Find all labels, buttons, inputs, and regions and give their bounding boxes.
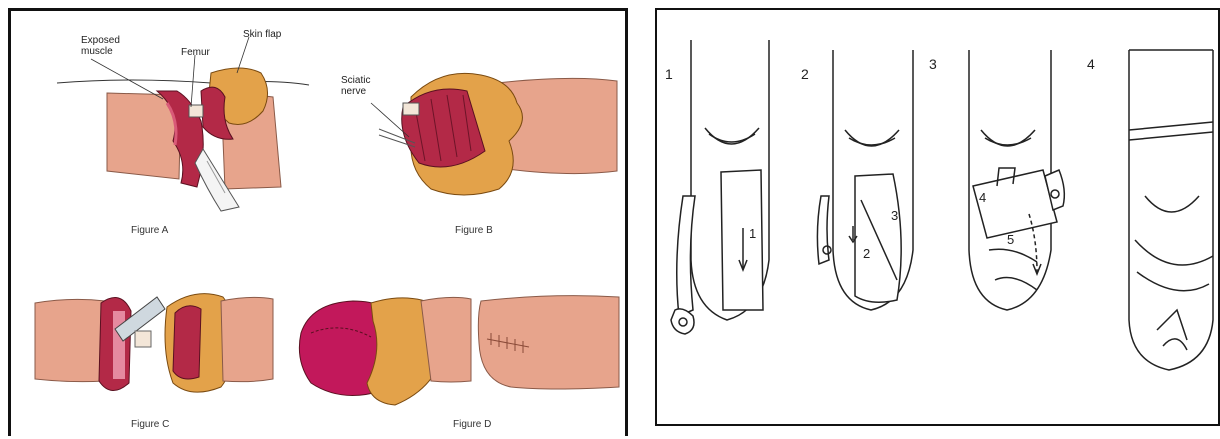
step-number-1: 1 [665,66,673,82]
arrow-number-2: 2 [863,246,870,261]
figure-a-drawing [57,37,309,211]
bandaging-illustration [657,10,1220,428]
figure-c-drawing [35,294,273,392]
arrow-number-3: 3 [891,208,898,223]
figure-d-drawing [299,296,619,405]
step-2-drawing [817,50,913,310]
amputation-figure-panel: Exposed muscle Femur Skin flap Sciatic n… [8,8,628,436]
label-femur: Femur [181,47,210,58]
arrow-number-1: 1 [749,226,756,241]
caption-figure-b: Figure B [455,225,493,236]
label-sciatic-nerve: Sciatic nerve [341,75,370,97]
step-4-drawing [1129,50,1213,370]
bandaging-steps-panel: 1 2 3 4 1 2 3 4 5 [655,8,1220,426]
step-1-drawing [671,40,769,334]
amputation-illustration [11,11,631,439]
label-skin-flap: Skin flap [243,29,281,40]
arrow-number-4: 4 [979,190,986,205]
step-number-3: 3 [929,56,937,72]
caption-figure-a: Figure A [131,225,168,236]
caption-figure-d: Figure D [453,419,491,430]
label-exposed-muscle: Exposed muscle [81,35,120,57]
step-number-4: 4 [1087,56,1095,72]
caption-figure-c: Figure C [131,419,169,430]
step-3-drawing [969,50,1064,310]
figure-b-drawing [371,73,617,195]
step-number-2: 2 [801,66,809,82]
arrow-number-5: 5 [1007,232,1014,247]
